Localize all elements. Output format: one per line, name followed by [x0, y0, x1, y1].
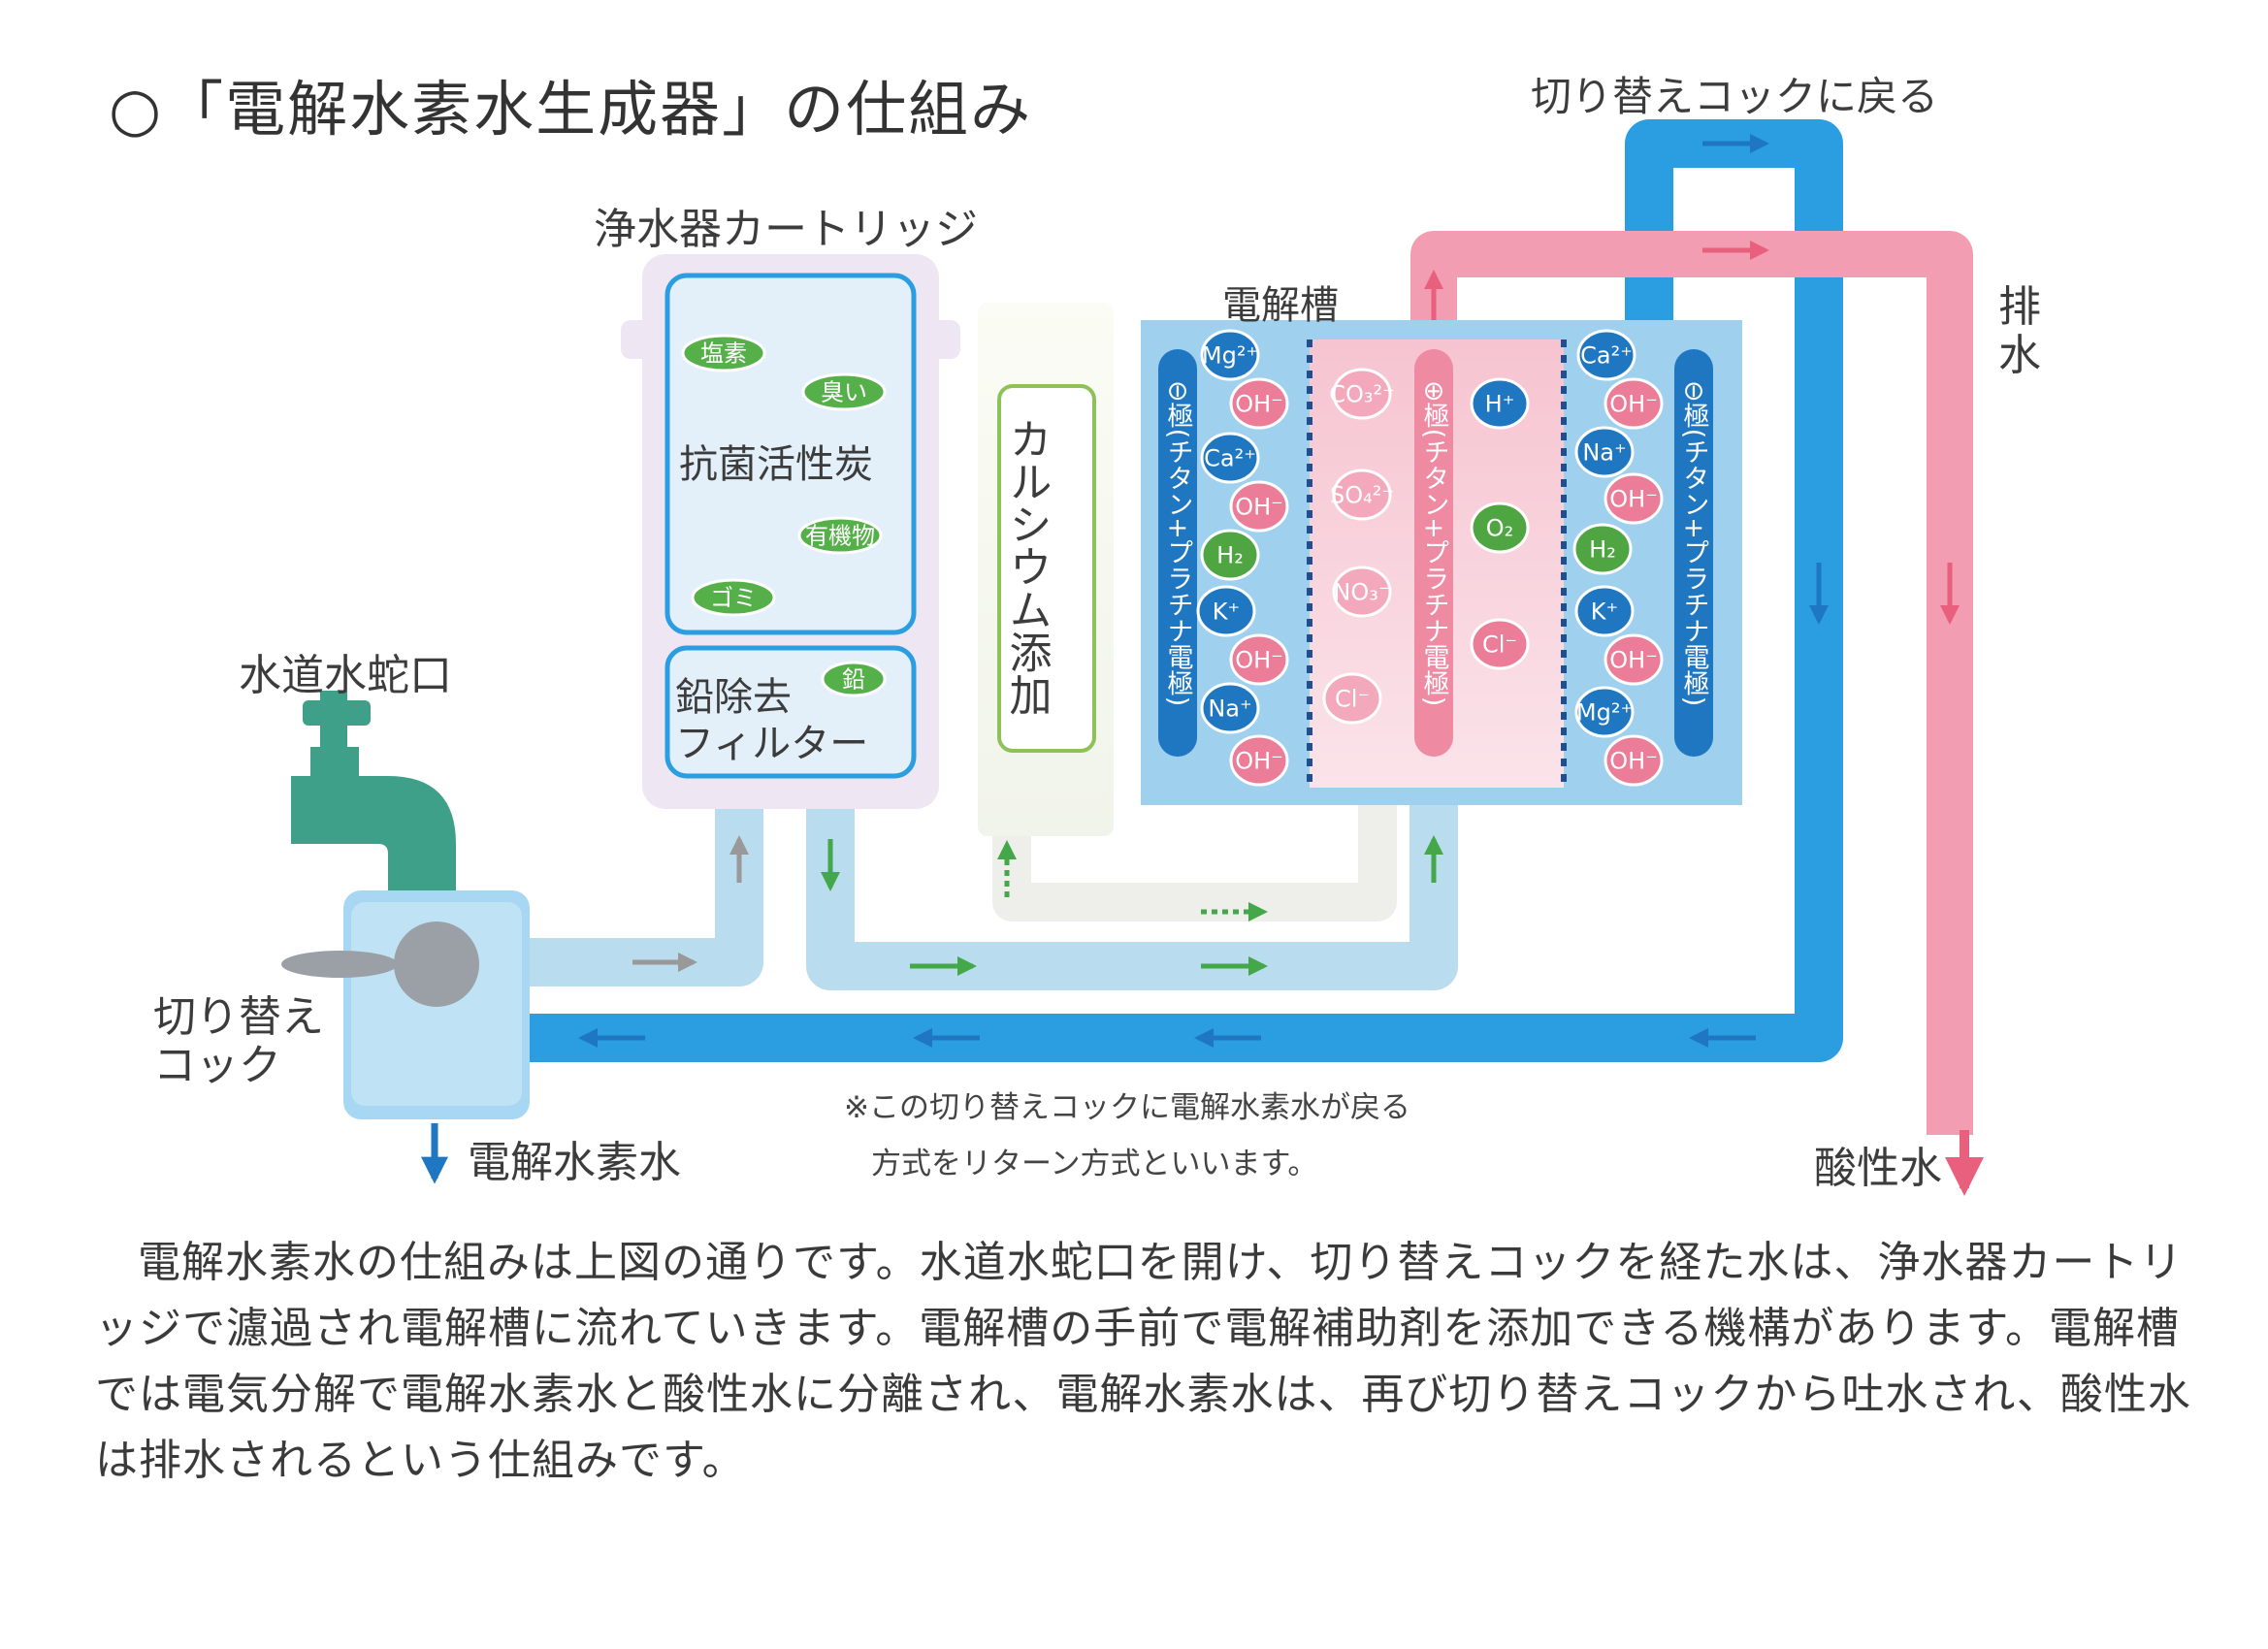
ion-label: OH⁻: [1235, 748, 1283, 775]
ion-label: Ca²⁺: [1580, 342, 1633, 370]
ion-label: NO₃⁻: [1333, 579, 1390, 606]
note-line-2: 方式をリターン方式といいます。: [871, 1147, 1318, 1181]
ion: Mg²⁺: [1200, 329, 1260, 381]
note-line-1: ※この切り替えコックに電解水素水が戻る: [844, 1090, 1410, 1125]
ion-label: OH⁻: [1235, 494, 1283, 521]
ion-label: H⁺: [1485, 391, 1515, 418]
ion: Na⁺: [1200, 682, 1260, 734]
ion: K⁺: [1196, 585, 1256, 637]
ion: H₂: [1572, 523, 1633, 575]
ion-label: Ca²⁺: [1204, 445, 1256, 472]
ion: OH⁻: [1229, 633, 1289, 686]
ion-label: CO₃²⁻: [1329, 381, 1395, 408]
ion: Cl⁻: [1322, 672, 1382, 725]
ion-label: Na⁺: [1582, 439, 1626, 467]
lead-badge: 鉛: [821, 661, 887, 697]
return-label: 切り替えコックに戻る: [1531, 73, 1939, 120]
ion: Ca²⁺: [1200, 432, 1260, 484]
ion-label: O₂: [1486, 515, 1514, 542]
electrode-neg-right-label: ⊖極(チタン+プラチナ電極): [1679, 380, 1710, 706]
electrode-neg-left-label: ⊖極(チタン+プラチナ電極): [1163, 380, 1194, 706]
ion: Cl⁻: [1470, 618, 1530, 670]
filtered-pipe: [806, 795, 1458, 990]
electrolytic-cell-label: 電解槽: [1222, 283, 1339, 328]
ion: Mg²⁺: [1574, 686, 1635, 738]
ion-label: OH⁻: [1235, 647, 1283, 674]
electrode-pos-label: ⊕極(チタン+プラチナ電極): [1419, 380, 1450, 706]
return-pipe: [388, 119, 1843, 1062]
explanation-paragraph: 電解水素水の仕組みは上図の通りです。水道水蛇口を開け、切り替えコックを経た水は、…: [95, 1238, 2191, 1485]
ion-label: OH⁻: [1609, 748, 1658, 775]
ion-label: K⁺: [1213, 598, 1240, 626]
faucet-label: 水道水蛇口: [239, 651, 452, 700]
ion: Ca²⁺: [1576, 329, 1636, 381]
ion-label: K⁺: [1591, 598, 1618, 626]
contaminant-badge-label: 塩素: [700, 340, 747, 368]
ion: OH⁻: [1604, 377, 1664, 430]
ion: OH⁻: [1604, 633, 1664, 686]
ion: NO₃⁻: [1332, 566, 1392, 618]
ion-label: Mg²⁺: [1202, 342, 1258, 370]
ion: CO₃²⁻: [1329, 368, 1395, 420]
contaminant-badge-label: ゴミ: [710, 585, 757, 612]
electrode-neg-left: [1158, 349, 1197, 757]
calcium-chamber: [997, 384, 1096, 753]
ion: OH⁻: [1604, 734, 1664, 787]
acidic-water-label: 酸性水: [1814, 1144, 1942, 1193]
switch-cock[interactable]: [281, 890, 530, 1119]
ion-label: Na⁺: [1208, 695, 1251, 723]
ion: O₂: [1470, 501, 1530, 554]
ion: OH⁻: [1229, 480, 1289, 533]
ion-label: SO₄²⁻: [1330, 482, 1394, 509]
contaminant-badge: 臭い: [801, 372, 887, 411]
ion-label: H₂: [1589, 536, 1616, 564]
ion: OH⁻: [1229, 377, 1289, 430]
charcoal-label: 抗菌活性炭: [679, 442, 873, 487]
ion-label: Cl⁻: [1335, 686, 1370, 713]
cock-label-1: 切り替え: [153, 992, 324, 1042]
ion-label: H₂: [1216, 542, 1244, 569]
lead-filter-label-2: フィルター: [675, 722, 868, 766]
ion: OH⁻: [1604, 472, 1664, 525]
ion-label: Cl⁻: [1482, 631, 1517, 659]
ion: SO₄²⁻: [1330, 469, 1394, 521]
faucet: [291, 691, 456, 902]
ion: K⁺: [1574, 585, 1635, 637]
contaminant-badge-label: 有機物: [805, 523, 875, 550]
calcium-label: カルシウム添加: [1002, 417, 1052, 716]
ion-label: OH⁻: [1609, 647, 1658, 674]
cartridge-label: 浄水器カートリッジ: [594, 205, 978, 254]
electrode-neg-right: [1674, 349, 1713, 757]
ion: Na⁺: [1574, 426, 1635, 478]
ion-label: OH⁻: [1235, 391, 1283, 418]
ion-label: Mg²⁺: [1576, 699, 1633, 727]
hydrogen-water-label: 電解水素水: [468, 1138, 681, 1187]
contaminant-badge: 有機物: [797, 516, 883, 555]
ion-label: OH⁻: [1609, 391, 1658, 418]
drain-label: 排水: [1998, 282, 2041, 380]
lead-filter-label-1: 鉛除去: [675, 675, 792, 720]
ion: OH⁻: [1229, 734, 1289, 787]
contaminant-badge: ゴミ: [691, 578, 776, 617]
ion: H₂: [1200, 529, 1260, 581]
cock-label-2: コック: [153, 1041, 281, 1090]
lead-badge-label: 鉛: [842, 666, 865, 694]
ion-label: OH⁻: [1609, 486, 1658, 513]
contaminant-badge-label: 臭い: [821, 379, 867, 406]
page-title: ○「電解水素水生成器」の仕組み: [109, 74, 1033, 145]
contaminant-badge: 塩素: [681, 334, 766, 372]
ion: H⁺: [1470, 377, 1530, 430]
electrode-pos: [1414, 349, 1453, 757]
